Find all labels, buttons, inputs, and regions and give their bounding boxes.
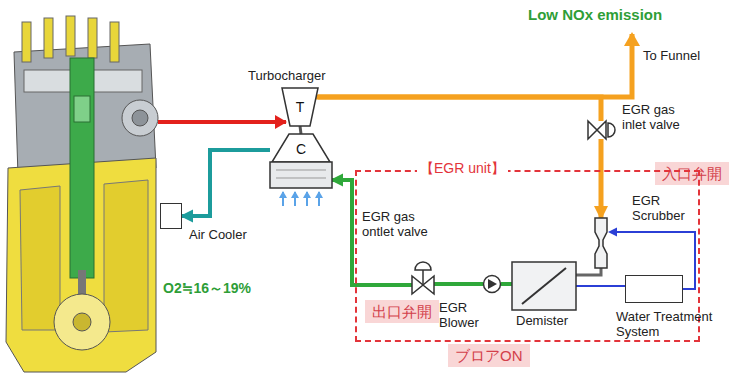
egr-blower-outline [483,275,501,293]
flow-connector [434,282,483,286]
engine-body [88,18,97,58]
egr-blower: EGR Blower [483,275,501,293]
engine-body [22,22,31,62]
funnel-pipe [318,34,632,97]
egr-scrubber-outline [592,218,610,268]
turbine-stage: T [282,88,318,126]
compressor-stage: C [270,134,332,188]
symbol-part [270,162,332,188]
node-text: 出口弁開 [372,303,432,320]
node-text: T [296,99,305,115]
symbol-part [597,121,606,139]
engine-body [110,22,119,62]
part-label: Air Cooler [189,228,265,243]
engine-body [54,294,110,350]
symbol-part [422,270,424,285]
symbol-part [415,262,431,270]
intake-arrows [306,192,308,206]
engine-body [104,180,148,332]
part-label: 【EGR unit】 [417,160,508,176]
intake-arrows [318,192,320,206]
egr-outlet-valve: EGR gas ontlet valve [412,276,434,294]
symbol-part [595,218,607,268]
symbol-part [412,276,423,294]
engine-body [122,100,158,136]
flow-connector [501,282,512,286]
part-label: EGR Scrubber [632,194,696,224]
engine-body [20,186,60,330]
part-label: Demister [516,314,586,329]
symbol-part [522,268,566,304]
intake-arrows [282,192,284,206]
node-text: ブロアON [455,347,523,364]
status-tag: 入口弁開 [655,162,729,185]
symbol-part [488,279,497,289]
engine-body [6,16,158,372]
flow-connector [300,126,301,134]
engine-body [74,96,90,122]
flow-connector [599,139,604,218]
symbol-part [423,276,434,294]
oxygen-note: O2≒16～19% [163,280,251,298]
symbol-part [272,134,330,162]
flow-connector [182,150,270,216]
symbol-part [484,276,501,293]
engine-body [70,58,94,278]
pipe-label: To Funnel [643,48,700,63]
egr-inlet-valve-outline [588,121,614,139]
air-cooler: Air Cooler [160,203,182,229]
demister-box-outline [512,262,576,310]
symbol-part [512,262,576,310]
emission-note: Low NOx emission [528,6,662,23]
symbol-part [276,170,326,171]
water-treatment-box: Water Treatment System [625,275,683,303]
symbol-part [282,88,318,126]
node-text: 入口弁開 [662,165,722,182]
demister-box: Demister [512,262,576,310]
status-tag: 出口弁開 [365,300,439,323]
intake-arrows [294,192,296,206]
component-label: Turbocharger [248,68,326,83]
scrubber-neck [576,268,601,275]
part-label: EGR gas inlet valve [622,103,694,133]
symbol-part [276,178,326,179]
status-tag: ブロアON [448,344,530,367]
engine-body [73,313,91,331]
egr-outlet-valve-outline [412,276,434,294]
part-label: EGR gas ontlet valve [362,210,442,240]
symbol-part [588,121,597,139]
exhaust-arrow [158,120,286,124]
engine-body [66,16,75,56]
node-text: C [296,141,306,157]
intake-arrows [283,192,319,206]
part-label: EGR Blower [439,301,485,331]
egr-inlet-valve: EGR gas inlet valve [588,121,614,139]
part-label: Water Treatment System [616,310,728,340]
engine-body [44,18,53,58]
flow-connector [316,97,601,121]
egr-scrubber: EGR Scrubber [592,218,610,268]
symbol-part [608,123,615,137]
engine-body [132,110,148,126]
flow-connector [576,285,625,287]
